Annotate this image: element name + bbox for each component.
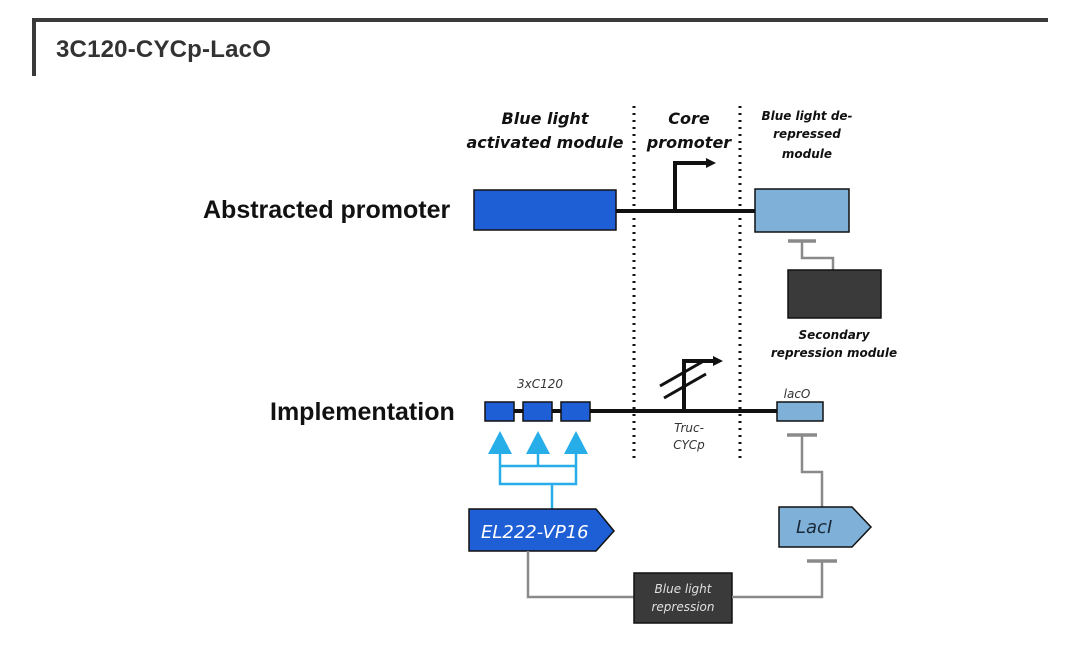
row-label-abstracted: Abstracted promoter — [203, 196, 451, 224]
header-blue-light-module: Blue light activated module — [466, 109, 623, 152]
el222-to-repression-line — [526, 551, 634, 599]
label-truc-line1: Truc- — [674, 421, 704, 435]
header-core-promoter: Core promoter — [646, 109, 733, 152]
page-title: 3C120-CYCp-LacO — [56, 36, 272, 63]
title-top-rule — [32, 18, 1048, 22]
abstracted-repression-line — [800, 241, 835, 270]
laci-repression-line — [800, 435, 824, 507]
label-el222-vp16: EL222-VP16 — [481, 522, 589, 543]
header-blue-light-line2: activated module — [466, 133, 623, 152]
c120-site-3 — [560, 401, 591, 422]
label-blue-light-repression-line1: Blue light — [655, 582, 713, 596]
truc-cycp-arrow — [682, 356, 723, 411]
header-core-line1: Core — [668, 109, 710, 128]
blue-light-activated-block — [473, 189, 617, 231]
el222-vp16-block — [468, 508, 615, 552]
c120-site-1 — [484, 401, 515, 422]
header-derepressed-line3: module — [782, 147, 832, 161]
title-left-rule — [32, 18, 36, 76]
header-core-line2: promoter — [646, 133, 733, 152]
label-laci: LacI — [796, 517, 832, 538]
secondary-repression-line2: repression module — [771, 346, 897, 360]
derepressed-block — [754, 188, 850, 233]
repression-to-laci-line — [732, 562, 824, 599]
header-derepressed-line1: Blue light de- — [761, 109, 852, 123]
header-derepressed-module: Blue light de- repressed module — [761, 109, 852, 161]
header-derepressed-line2: repressed — [773, 127, 841, 141]
c120-site-2 — [522, 401, 553, 422]
row-label-implementation: Implementation — [270, 398, 455, 426]
laci-block — [778, 506, 873, 548]
secondary-repression-block — [787, 269, 882, 319]
laco-block — [776, 401, 824, 422]
header-blue-light-line1: Blue light — [502, 109, 590, 128]
truncation-slash-1 — [659, 360, 703, 388]
label-blue-light-repression-line2: repression — [651, 600, 714, 614]
label-truc-line2: CYCp — [673, 438, 705, 452]
secondary-repression-line1: Secondary — [798, 328, 870, 342]
label-laco: lacO — [784, 387, 811, 401]
truncation-slash-2 — [663, 372, 707, 400]
label-3xc120: 3xC120 — [517, 377, 563, 391]
core-promoter-arrow — [673, 158, 716, 211]
el222-activation-arrows — [488, 431, 588, 509]
blue-light-repression-block — [633, 572, 733, 624]
